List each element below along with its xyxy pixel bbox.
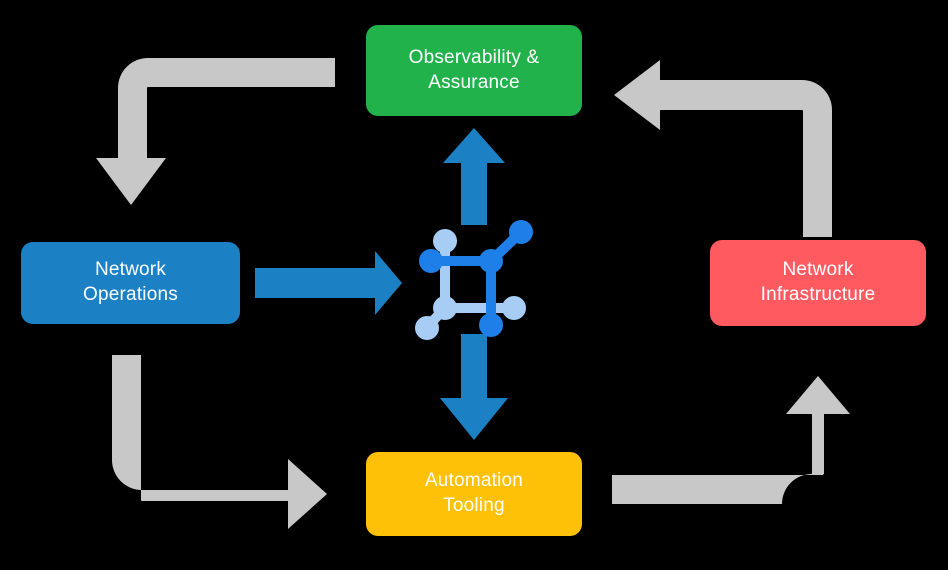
arrow-center-to-automation	[440, 334, 508, 440]
arrow-infrastructure-to-observability	[614, 60, 832, 237]
node-label-observability: Observability & Assurance	[408, 46, 540, 93]
arrow-operations-to-center	[255, 251, 402, 315]
network-topology-icon	[415, 220, 533, 340]
node-label-operations: Network Operations	[83, 259, 178, 305]
node-box-infrastructure[interactable]: Network Infrastructure	[710, 240, 926, 326]
node-box-operations[interactable]: Network Operations	[21, 242, 240, 324]
arrow-operations-to-automation	[112, 355, 327, 529]
arrow-observability-to-operations	[96, 58, 335, 205]
node-box-observability[interactable]: Observability & Assurance	[366, 25, 582, 116]
network-nodes	[415, 220, 533, 340]
arrow-center-to-observability	[443, 128, 505, 225]
node-label-automation: Automation Tooling	[424, 470, 524, 516]
node-label-infrastructure: Network Infrastructure	[760, 259, 876, 305]
node-box-automation[interactable]: Automation Tooling	[366, 452, 582, 536]
arrow-automation-to-infrastructure	[612, 376, 850, 504]
